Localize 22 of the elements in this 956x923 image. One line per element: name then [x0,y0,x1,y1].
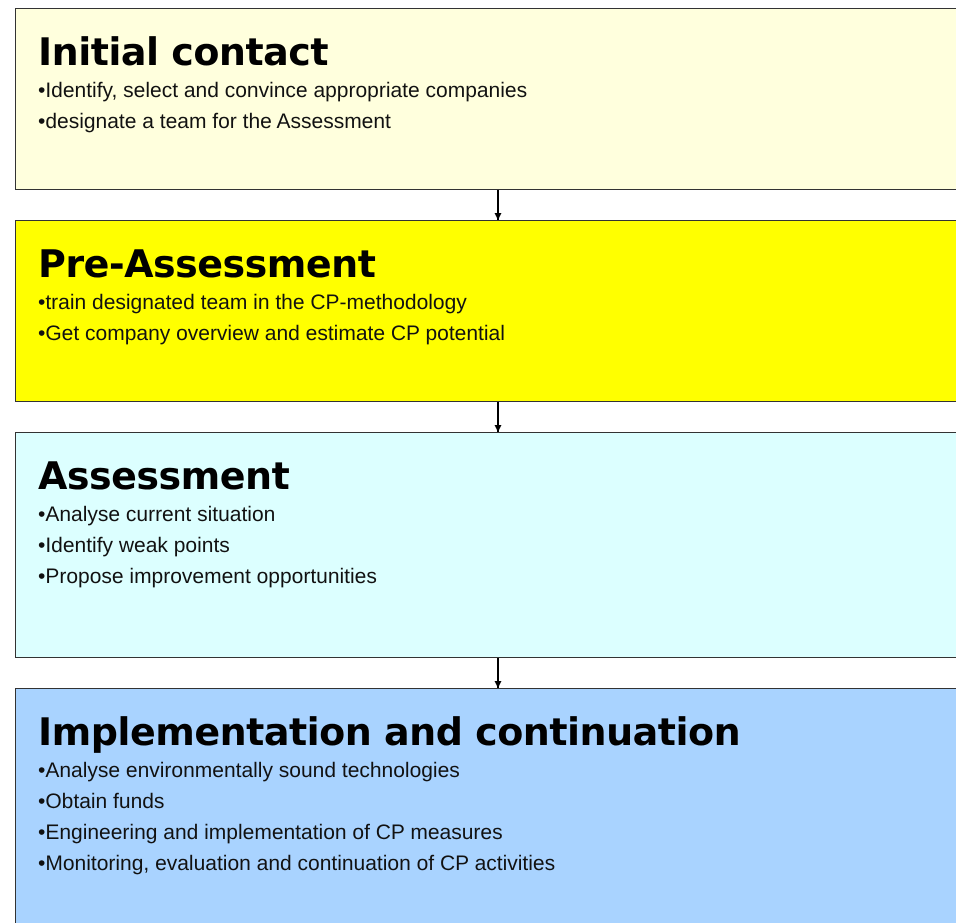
arrow [494,658,502,688]
bullet-item: •Monitoring, evaluation and continuation of CP activities [38,851,556,877]
stage-box [15,432,956,658]
stage-box [15,220,956,402]
bullet-item: •Analyse environmentally sound technologies [38,758,460,784]
bullet-item: •Obtain funds [38,789,164,815]
bullet-item: •designate a team for the Assessment [38,109,391,135]
bullet-item: •Analyse current situation [38,502,276,528]
bullet-item: •train designated team in the CP-methodology [38,290,467,316]
bullet-item: •Identify weak points [38,533,230,559]
bullet-item: •Engineering and implementation of CP measures [38,820,503,846]
arrow [494,402,502,432]
stage-box [15,688,956,923]
bullet-item: •Propose improvement opportunities [38,564,377,590]
stage-heading: Initial contact [38,29,328,75]
bullet-item: •Identify, select and convince appropriate companies [38,78,528,104]
stage-heading: Pre-Assessment [38,241,376,287]
arrow [494,190,502,220]
stage-box [15,8,956,190]
stage-heading: Implementation and continuation [38,709,740,755]
bullet-item: •Get company overview and estimate CP potential [38,321,505,347]
stage-heading: Assessment [38,453,290,499]
